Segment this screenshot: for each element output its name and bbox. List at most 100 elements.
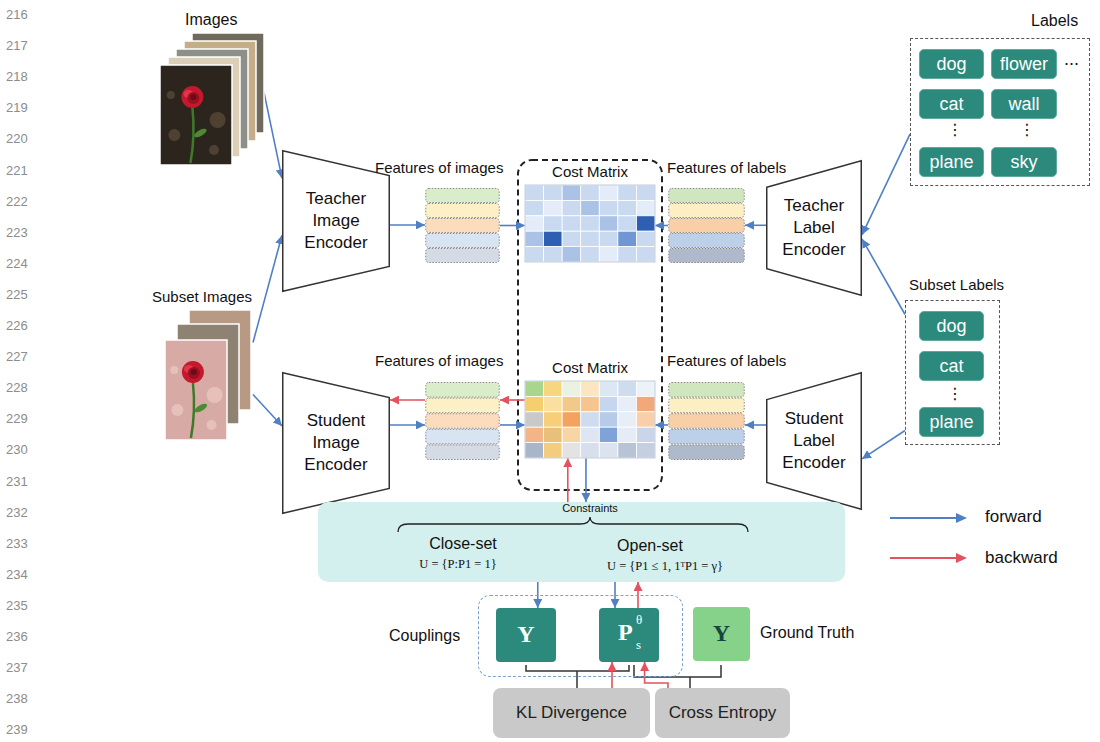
node-text: s: [636, 638, 641, 653]
legend-entry: backward: [985, 548, 1058, 568]
grid-outline: [525, 185, 655, 262]
encoder: Student Image Encoder: [282, 372, 390, 514]
line-number: 227: [6, 350, 28, 365]
node-text: Y: [517, 621, 534, 649]
node-text: Student Image Encoder: [294, 410, 378, 476]
node-text: Open-set: [617, 537, 683, 555]
line-number: 235: [6, 599, 28, 614]
line-number: 223: [6, 226, 28, 241]
node-text: sky: [1011, 152, 1038, 173]
node-text: dog: [936, 316, 966, 337]
feature-stack: Features of labels: [668, 382, 745, 460]
line-number: 217: [6, 39, 28, 54]
line-number: 222: [6, 195, 28, 210]
image-stack: Subset Images: [165, 310, 253, 440]
node-text: Cross Entropy: [669, 703, 777, 723]
label-chip: sky: [991, 147, 1057, 177]
forward-arrow: [264, 92, 282, 178]
node-text: plane: [929, 152, 973, 173]
node-text: dog: [936, 54, 966, 75]
backward-arrow: [390, 399, 425, 401]
stack-outline: [425, 188, 500, 263]
node-text: Features of labels: [667, 352, 786, 369]
rose-photo: [160, 65, 232, 165]
rose-photo: [165, 340, 227, 440]
forward-arrow: [390, 224, 425, 226]
forward-arrow: [390, 424, 425, 426]
line-number: 220: [6, 132, 28, 147]
forward-arrow: [585, 458, 587, 502]
stack-outline: [668, 382, 745, 460]
stack-outline: [668, 188, 745, 263]
node-text: Features of images: [375, 352, 503, 369]
encoder: Teacher Label Encoder: [766, 160, 862, 296]
node-text: Student Label Encoder: [772, 408, 856, 474]
feature-stack: Features of labels: [668, 188, 745, 263]
forward-arrow: [500, 225, 525, 227]
legend-label: forward: [985, 507, 1042, 526]
legend-sample: [890, 517, 957, 519]
legend-sample: [956, 553, 967, 563]
forward-arrow: [862, 431, 905, 459]
backward-arrow: [645, 662, 668, 688]
legend-sample: [956, 513, 967, 523]
node-text: Couplings: [389, 627, 460, 645]
line-number: 232: [6, 506, 28, 521]
line-number: 216: [6, 8, 28, 23]
backward-arrow: [611, 662, 613, 688]
constraint-panel: ConstraintsClose-setU = {P:P1 = 1}Open-s…: [318, 502, 845, 582]
node-text: Features of images: [375, 159, 503, 176]
cost-matrix: Cost Matrix: [525, 185, 655, 262]
stack-outline: [425, 382, 500, 460]
forward-arrow: [655, 225, 668, 227]
node-text: Subset Labels: [909, 276, 1004, 293]
node-text: cat: [939, 94, 963, 115]
node-text: flower: [1000, 54, 1048, 75]
legend-sample: [890, 557, 957, 559]
line-number: 231: [6, 475, 28, 490]
node-text: Cost Matrix: [552, 163, 628, 180]
forward-arrow: [745, 424, 766, 426]
line-number: 226: [6, 319, 28, 334]
node-text: Cost Matrix: [552, 359, 628, 376]
forward-arrow: [862, 239, 905, 315]
line-number: 229: [6, 412, 28, 427]
label-chip: wall: [991, 89, 1057, 119]
node-text: U = {P:P1 = 1}: [419, 557, 497, 571]
photos-outline: [160, 33, 264, 165]
line-number: 234: [6, 568, 28, 583]
line-number: 239: [6, 723, 28, 738]
label-chip: cat: [919, 89, 984, 119]
legend-entry: forward: [985, 507, 1042, 527]
image-stack: Images: [160, 33, 264, 165]
photos2-outline: [165, 310, 253, 440]
node-text: P: [618, 619, 633, 647]
backward-arrow: [567, 458, 569, 502]
forward-arrow: [655, 424, 668, 426]
brace: [398, 517, 748, 532]
node-text: Teacher Label Encoder: [772, 195, 856, 261]
coupling-box: Y: [496, 608, 556, 662]
label-chip: plane: [919, 147, 984, 177]
label-set: Subset Labels⋮dogcatplane: [905, 300, 1000, 445]
node-text: Teacher Image Encoder: [294, 188, 378, 254]
node-text: Y: [713, 620, 730, 648]
feature-stack: Features of images: [425, 188, 500, 263]
backward-arrow: [500, 399, 525, 401]
line-number: 225: [6, 288, 28, 303]
node-text: ...: [1064, 49, 1079, 70]
node-text: cat: [939, 356, 963, 377]
label-chip: flower: [991, 49, 1057, 79]
line-number: 233: [6, 537, 28, 552]
line-number: 230: [6, 443, 28, 458]
node-text: plane: [929, 412, 973, 433]
label-chip: plane: [919, 407, 984, 437]
node-text: Close-set: [429, 535, 497, 553]
node-text: wall: [1008, 94, 1039, 115]
forward-arrow: [253, 395, 282, 426]
line-number: 218: [6, 70, 28, 85]
grid-outline: [525, 381, 655, 458]
line-number: 224: [6, 257, 28, 272]
